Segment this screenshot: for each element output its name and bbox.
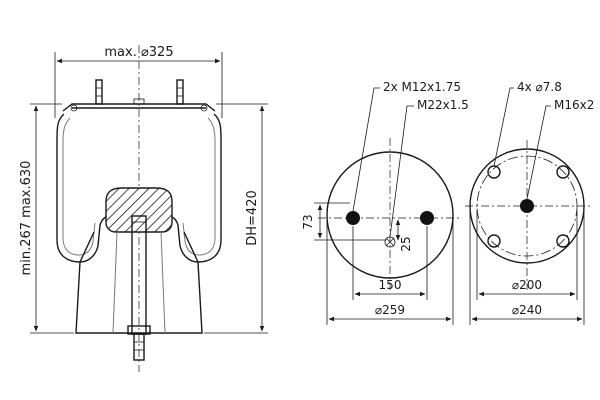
top-stud-left bbox=[95, 79, 103, 105]
thread-label-m16: M16x2 bbox=[554, 98, 594, 112]
thread-label-m22: M22x1.5 bbox=[417, 98, 469, 112]
piston-section bbox=[105, 187, 173, 233]
leader-4x-holes bbox=[493, 87, 514, 167]
leader-2x-m12 bbox=[352, 87, 380, 212]
bolt-spacing-label: 150 bbox=[379, 278, 402, 292]
bottom-stud bbox=[133, 333, 145, 361]
thread-label-2x-m12: 2x M12x1.75 bbox=[383, 80, 461, 94]
leader-m22 bbox=[389, 105, 414, 238]
bottom-plate-view: 4x ⌀7.8 M16x2 ⌀200 ⌀240 bbox=[465, 80, 594, 325]
plate-diameter-259-label: ⌀259 bbox=[375, 303, 405, 317]
crimp-right bbox=[200, 104, 208, 112]
bellows-outer bbox=[56, 113, 119, 263]
top-plate-view: 2x M12x1.75 M22x1.5 73 25 150 ⌀259 bbox=[301, 80, 469, 325]
top-stud-hole-left bbox=[346, 211, 360, 225]
max-diameter-label: max. ⌀325 bbox=[104, 45, 173, 60]
design-height-label: DH=420 bbox=[245, 190, 260, 246]
offset-25-label: 25 bbox=[399, 236, 413, 251]
bellows-inner-left bbox=[62, 117, 96, 256]
side-view: max. ⌀325 bbox=[19, 45, 268, 372]
bolt-circle-200-label: ⌀200 bbox=[512, 278, 542, 292]
air-fitting bbox=[133, 98, 145, 105]
plate-diameter-240-label: ⌀240 bbox=[512, 303, 542, 317]
top-stud-right bbox=[176, 79, 184, 105]
top-stud-hole-right bbox=[420, 211, 434, 225]
mount-hole-br bbox=[556, 234, 570, 248]
piston-inner-wall-right bbox=[160, 231, 166, 334]
mount-hole-tr bbox=[556, 165, 570, 179]
lower-piston-body bbox=[75, 231, 203, 334]
height-range-label: min.267 max.630 bbox=[19, 161, 34, 276]
center-stud-hole bbox=[520, 199, 534, 213]
crimp-left bbox=[70, 104, 78, 112]
leader-m16 bbox=[526, 105, 551, 200]
piston-inner-wall-left bbox=[112, 231, 118, 334]
mount-hole-bl bbox=[487, 234, 501, 248]
holes-label-4x: 4x ⌀7.8 bbox=[517, 80, 562, 94]
offset-73-label: 73 bbox=[301, 214, 315, 229]
bellows-outer-right bbox=[159, 113, 222, 263]
bellows-inner-right bbox=[182, 117, 216, 256]
